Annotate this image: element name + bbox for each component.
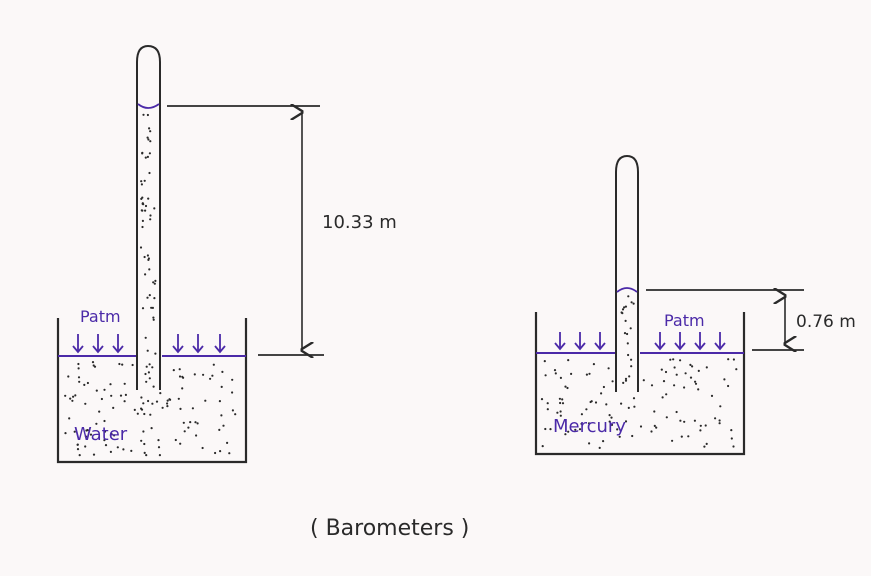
water-height-label: 10.33 m xyxy=(322,212,397,233)
water-patm-label: Patm xyxy=(80,307,121,326)
water-patm-arrows-left xyxy=(72,334,124,354)
mercury-patm-label: Patm xyxy=(664,311,705,330)
mercury-patm-arrows-left xyxy=(554,332,606,351)
water-barometer: Patm Water 10.33 m xyxy=(56,44,397,464)
water-tube-dots xyxy=(139,113,157,388)
mercury-tube-dots xyxy=(620,295,635,384)
mercury-fluid-label: Mercury xyxy=(553,416,626,437)
water-container xyxy=(56,318,248,464)
mercury-container xyxy=(534,312,746,456)
water-column-top xyxy=(137,103,160,109)
mercury-column-top xyxy=(616,287,638,293)
mercury-barometer: Patm Mercury 0.76 m xyxy=(534,154,856,456)
water-fluid-label: Water xyxy=(74,424,128,445)
water-tube xyxy=(136,44,161,390)
water-patm-arrows-right xyxy=(172,334,226,354)
mercury-tube xyxy=(615,154,639,392)
mercury-height-label: 0.76 m xyxy=(796,312,856,332)
diagram-caption: ( Barometers ) xyxy=(310,516,469,541)
water-dots xyxy=(64,361,237,457)
mercury-dots xyxy=(540,358,738,449)
mercury-patm-arrows-right xyxy=(654,332,726,351)
